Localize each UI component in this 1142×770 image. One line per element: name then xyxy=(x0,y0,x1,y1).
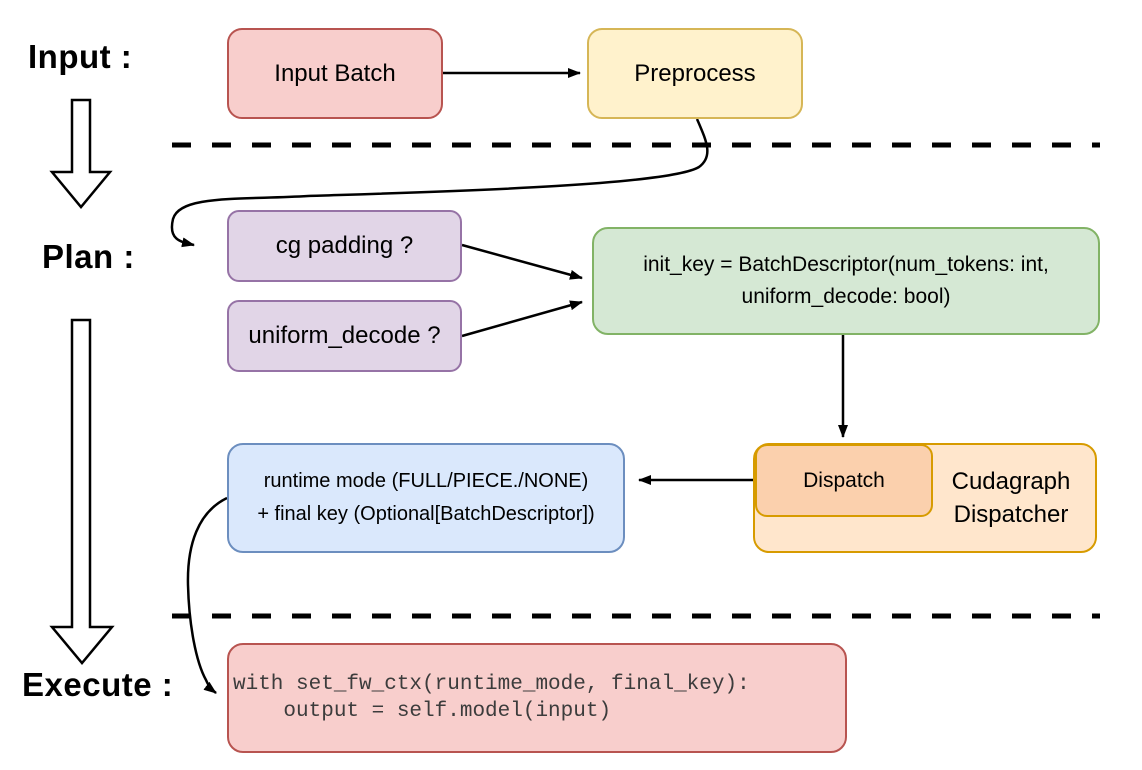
node-input-batch: Input Batch xyxy=(227,28,443,119)
cudagraph-label-line2: Dispatcher xyxy=(953,501,1069,528)
stage-label-plan: Plan : xyxy=(42,238,135,275)
node-cg-padding-label: cg padding ? xyxy=(275,232,414,259)
node-cg-padding: cg padding ? xyxy=(227,210,462,282)
node-uniform-decode: uniform_decode ? xyxy=(227,300,462,372)
node-init-key: init_key = BatchDescriptor(num_tokens: i… xyxy=(592,227,1100,335)
node-input-batch-label: Input Batch xyxy=(274,59,396,87)
node-cudagraph-dispatcher-label: Cudagraph Dispatcher xyxy=(927,465,1095,531)
node-execute-code-line2: output = self.model(input) xyxy=(233,700,612,723)
node-preprocess-label: Preprocess xyxy=(634,59,756,87)
node-dispatch-label: Dispatch xyxy=(803,468,885,492)
node-runtime-mode-line2: + final key (Optional[BatchDescriptor]) xyxy=(257,503,595,525)
node-init-key-line1: init_key = BatchDescriptor(num_tokens: i… xyxy=(643,253,1049,276)
block-arrow-input-to-plan xyxy=(49,98,113,209)
arrow-runtimemode-to-executecode xyxy=(186,496,228,694)
arrow-uniformdecode-to-initkey xyxy=(461,300,583,338)
cudagraph-label-line1: Cudagraph xyxy=(951,468,1071,495)
node-init-key-line2: uniform_decode: bool) xyxy=(741,285,951,308)
stage-label-execute: Execute : xyxy=(22,666,174,703)
node-uniform-decode-label: uniform_decode ? xyxy=(248,322,441,349)
node-dispatch: Dispatch xyxy=(755,444,933,517)
node-runtime-mode-line1: runtime mode (FULL/PIECE./NONE) xyxy=(263,470,589,492)
node-execute-code-line1: with set_fw_ctx(runtime_mode, final_key)… xyxy=(233,673,750,696)
stage-label-input: Input : xyxy=(28,38,133,75)
node-execute-code: with set_fw_ctx(runtime_mode, final_key)… xyxy=(227,643,847,753)
arrow-cgpadding-to-initkey xyxy=(461,243,583,280)
node-preprocess: Preprocess xyxy=(587,28,803,119)
node-runtime-mode: runtime mode (FULL/PIECE./NONE) + final … xyxy=(227,443,625,553)
block-arrow-plan-to-execute xyxy=(49,318,115,665)
